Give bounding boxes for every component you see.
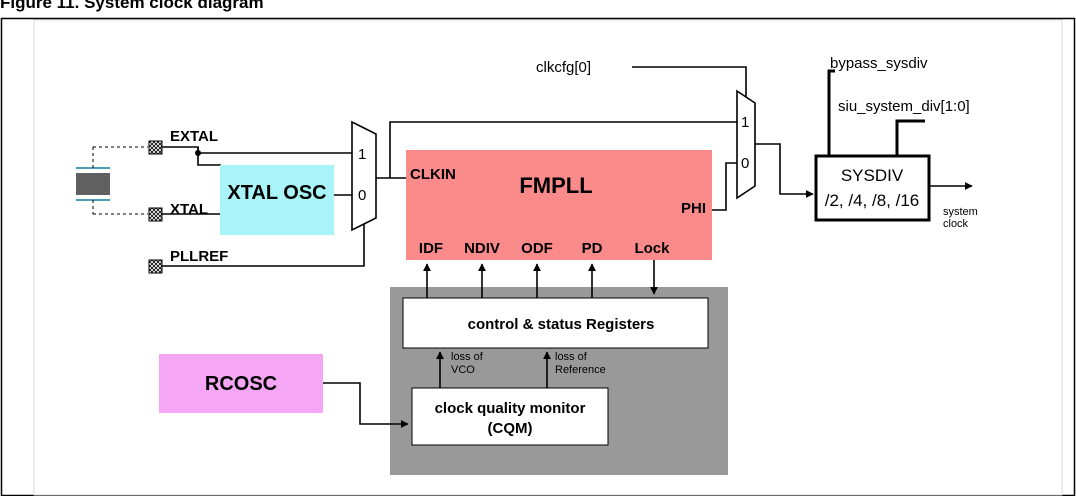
registers-block xyxy=(402,297,709,349)
sysdiv-block xyxy=(814,154,931,222)
cqm-block xyxy=(411,387,609,446)
crystal-icon xyxy=(76,146,148,215)
cqm-label-2: (CQM) xyxy=(488,420,533,437)
registers-label: control & status Registers xyxy=(468,316,655,333)
system-clock-label-2: clock xyxy=(943,218,969,230)
input-mux-in0: 0 xyxy=(358,187,366,204)
clkcfg-label: clkcfg[0] xyxy=(536,59,591,76)
port-pd: PD xyxy=(582,240,603,257)
xtal-osc-label: XTAL OSC xyxy=(227,182,326,204)
xtal-label: XTAL xyxy=(170,201,208,218)
output-mux-in1: 1 xyxy=(741,114,749,131)
sysdiv-title: SYSDIV xyxy=(841,166,904,185)
clkin-label: CLKIN xyxy=(410,166,456,183)
output-mux-in0: 0 xyxy=(741,155,749,172)
fmpll-label: FMPLL xyxy=(519,173,592,198)
clkcfg-wire xyxy=(632,66,747,97)
system-clock-label-1: system xyxy=(943,206,978,218)
phi-to-mux xyxy=(712,162,737,211)
rcosc-to-cqm xyxy=(323,382,409,428)
loss-vco-label-2: VCO xyxy=(451,364,475,376)
inner-border xyxy=(33,19,1063,496)
loss-ref-label-1: loss of xyxy=(555,351,588,363)
rcosc-label: RCOSC xyxy=(205,373,277,395)
loss-ref-label-2: Reference xyxy=(555,364,606,376)
pllref-pad xyxy=(148,259,163,274)
phi-label: PHI xyxy=(681,200,706,217)
cqm-label-1: clock quality monitor xyxy=(435,400,586,417)
extal-pad xyxy=(148,140,163,155)
extal-junction xyxy=(195,150,201,156)
output-mux xyxy=(736,89,756,200)
port-idf: IDF xyxy=(419,240,443,257)
sysdiv-ratios: /2, /4, /8, /16 xyxy=(825,191,920,210)
extal-label: EXTAL xyxy=(170,128,218,145)
bypass-sysdiv-wire xyxy=(827,69,835,156)
loss-vco-label-1: loss of xyxy=(451,351,484,363)
pllref-label: PLLREF xyxy=(170,248,228,265)
fmpll-block xyxy=(406,150,712,260)
extal-to-mux xyxy=(197,147,352,154)
bypass-wire xyxy=(389,121,737,178)
rcosc-block xyxy=(159,354,323,413)
input-mux-in1: 1 xyxy=(358,146,366,163)
figure-caption: Figure 11. System clock diagram xyxy=(0,0,264,12)
port-lock: Lock xyxy=(634,240,670,257)
mux-to-sysdiv xyxy=(755,143,814,198)
port-odf: ODF xyxy=(521,240,553,257)
siu-div-label: siu_system_div[1:0] xyxy=(838,98,970,115)
extal-to-osc xyxy=(162,146,221,166)
xtal-pad xyxy=(148,207,163,222)
port-ndiv: NDIV xyxy=(464,240,500,257)
siu-div-wire xyxy=(895,119,925,156)
bypass-sysdiv-label: bypass_sysdiv xyxy=(830,55,928,72)
pllref-wire xyxy=(162,223,365,267)
xtal-osc-block xyxy=(220,165,334,235)
input-mux xyxy=(351,120,377,232)
